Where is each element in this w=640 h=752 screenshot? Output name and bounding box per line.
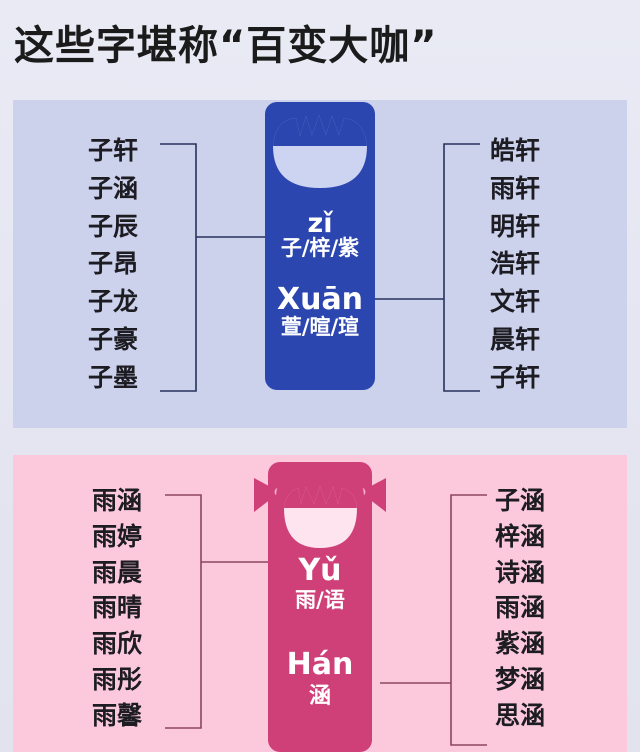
boy-left-name-list: 子轩 子涵 子辰 子昂 子龙 子豪 子墨 [88,138,138,390]
list-item: 思涵 [495,700,546,730]
list-item: 子轩 [88,136,139,165]
list-item: 雨欣 [92,629,143,659]
page-title: 这些字堪称“百变大咖” [14,23,438,69]
list-item: 子涵 [88,173,139,203]
list-item: 子墨 [88,362,139,392]
boy-hanzi-top: 子/梓/紫 [280,236,360,260]
header: 这些字堪称“百变大咖” [0,0,640,92]
list-item: 雨婷 [92,521,143,551]
girl-left-name-list: 雨涵 雨婷 雨晨 雨晴 雨欣 雨彤 雨馨 [92,488,142,728]
girl-bookmark-card: Yǔ 雨/语 Hán 涵 [254,462,386,752]
list-item: 晨轩 [490,325,541,355]
list-item: 雨轩 [490,173,541,203]
list-item: 雨晴 [92,593,143,623]
boy-pinyin-bottom: Xuān [276,282,364,317]
list-item: 紫涵 [495,629,546,659]
boy-bookmark-card: zǐ 子/梓/紫 Xuān 萱/暄/瑄 [265,102,375,390]
boy-right-name-list: 皓轩 雨轩 明轩 浩轩 文轩 晨轩 子轩 [490,138,540,390]
girl-hanzi-bottom: 涵 [308,684,331,709]
girl-right-name-list: 子涵 梓涵 诗涵 雨涵 紫涵 梦涵 思涵 [495,488,545,728]
girl-head-icon [254,466,386,558]
list-item: 雨涵 [92,486,143,515]
list-item: 梦涵 [495,665,546,695]
list-item: 子涵 [495,486,546,515]
list-item: 文轩 [490,287,541,317]
girl-pinyin-top: Yǔ [298,553,342,588]
list-item: 梓涵 [495,521,546,551]
boy-head-icon [273,104,367,198]
list-item: 雨晨 [92,557,143,587]
boy-pinyin-top: zǐ [307,208,333,239]
list-item: 子豪 [88,325,139,355]
list-item: 浩轩 [490,249,541,279]
list-item: 子龙 [88,287,139,317]
boy-hanzi-bottom: 萱/暄/瑄 [280,315,360,339]
list-item: 子昂 [88,249,139,279]
girl-hanzi-top: 雨/语 [295,588,345,612]
girl-pinyin-bottom: Hán [286,647,354,682]
list-item: 皓轩 [490,136,541,165]
list-item: 雨涵 [495,593,546,623]
list-item: 诗涵 [495,557,546,587]
list-item: 雨馨 [92,700,143,730]
list-item: 雨彤 [92,665,143,695]
list-item: 明轩 [490,211,541,241]
list-item: 子轩 [490,362,541,392]
list-item: 子辰 [88,211,139,241]
